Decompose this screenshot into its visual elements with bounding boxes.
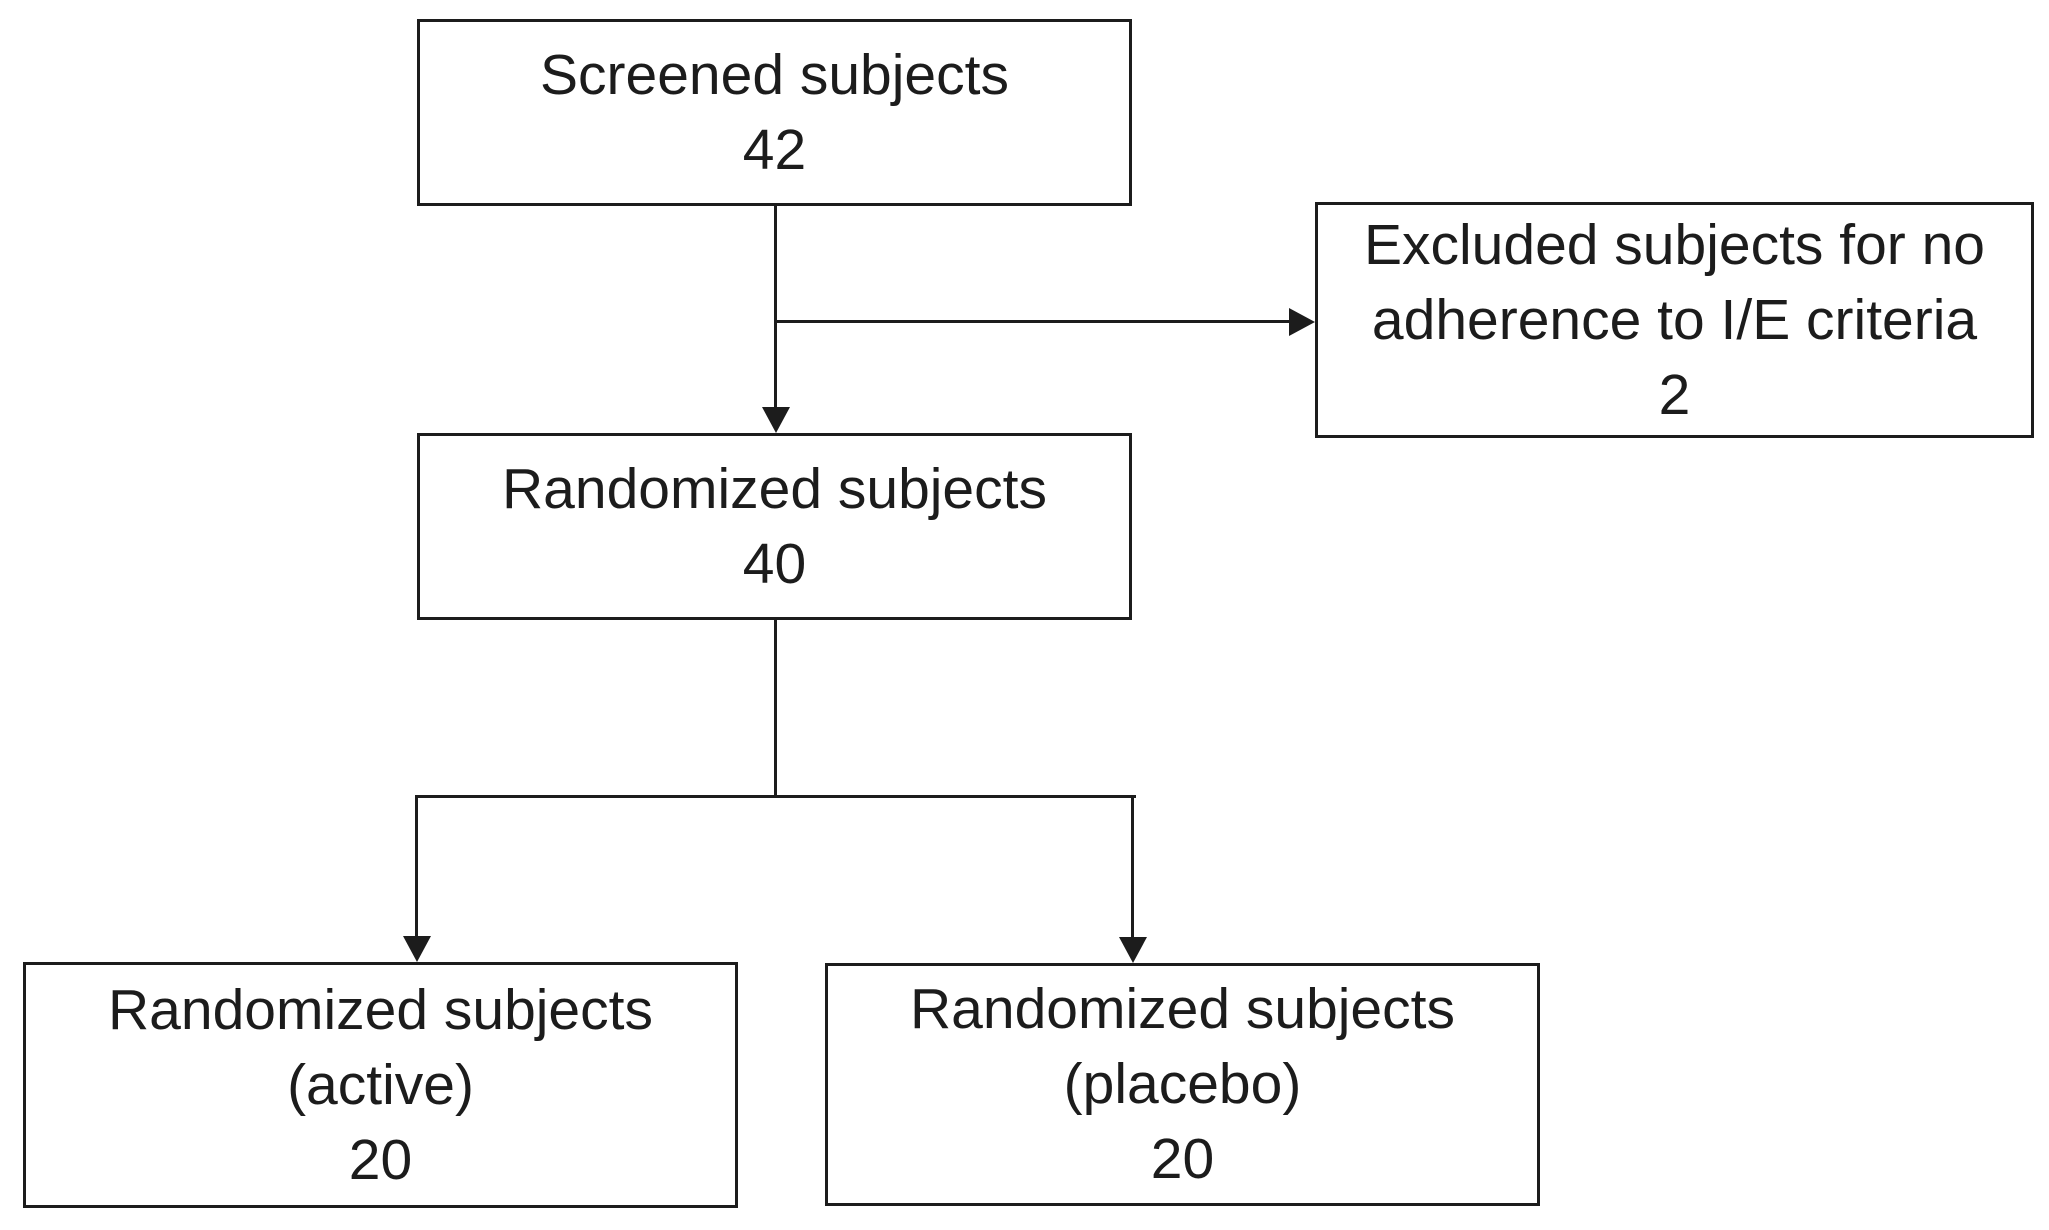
branch-bar (415, 795, 1136, 798)
connector-to-excluded (774, 320, 1289, 323)
randomized-count: 40 (742, 531, 807, 596)
connector-randomized-to-branch (774, 620, 777, 798)
arrowhead-into-excluded (1289, 308, 1315, 336)
arrowhead-into-active (403, 936, 431, 962)
excluded-label-line1: Excluded subjects for no (1363, 212, 1986, 277)
connector-branch-to-active (415, 795, 418, 939)
arrowhead-into-placebo (1119, 937, 1147, 963)
active-label: Randomized subjects (108, 977, 653, 1042)
arrowhead-into-randomized (762, 407, 790, 433)
randomized-label: Randomized subjects (502, 456, 1047, 521)
excluded-label-line2: adherence to I/E criteria (1371, 287, 1978, 352)
excluded-count: 2 (1658, 362, 1691, 427)
placebo-count: 20 (1150, 1127, 1215, 1191)
connector-screened-to-randomized (774, 206, 777, 410)
box-randomized-subjects: Randomized subjects 40 (417, 433, 1132, 620)
box-excluded-subjects: Excluded subjects for no adherence to I/… (1315, 202, 2034, 438)
box-screened-subjects: Screened subjects 42 (417, 19, 1132, 206)
active-count: 20 (348, 1127, 413, 1192)
screened-count: 42 (742, 117, 807, 182)
box-randomized-active: Randomized subjects (active) 20 (23, 962, 738, 1208)
screened-label: Screened subjects (540, 42, 1009, 107)
placebo-label: Randomized subjects (910, 977, 1455, 1041)
placebo-sublabel: (placebo) (1063, 1052, 1302, 1116)
active-sublabel: (active) (287, 1052, 474, 1117)
box-randomized-placebo: Randomized subjects (placebo) 20 (825, 963, 1540, 1206)
connector-branch-to-placebo (1131, 795, 1134, 940)
